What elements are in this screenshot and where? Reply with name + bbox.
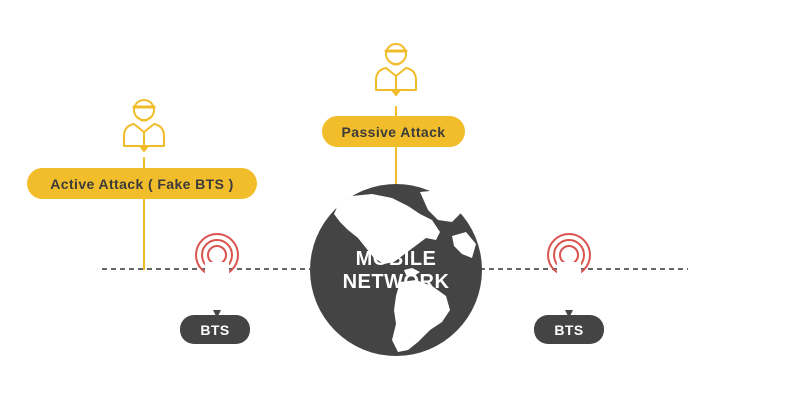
globe-label-line2: NETWORK — [342, 271, 450, 293]
active-attack-label: Active Attack ( Fake BTS ) — [27, 168, 257, 199]
masked-attacker-icon-left — [123, 99, 165, 152]
radio-tower-icon-left — [195, 233, 239, 318]
globe-label-line1: MOBILE — [355, 248, 437, 270]
radio-tower-icon-right — [547, 233, 591, 318]
bts-label-left: BTS — [180, 315, 250, 344]
globe-icon — [310, 184, 482, 356]
masked-attacker-icon-right — [375, 43, 417, 96]
passive-attack-label: Passive Attack — [322, 116, 465, 147]
bts-label-right: BTS — [534, 315, 604, 344]
